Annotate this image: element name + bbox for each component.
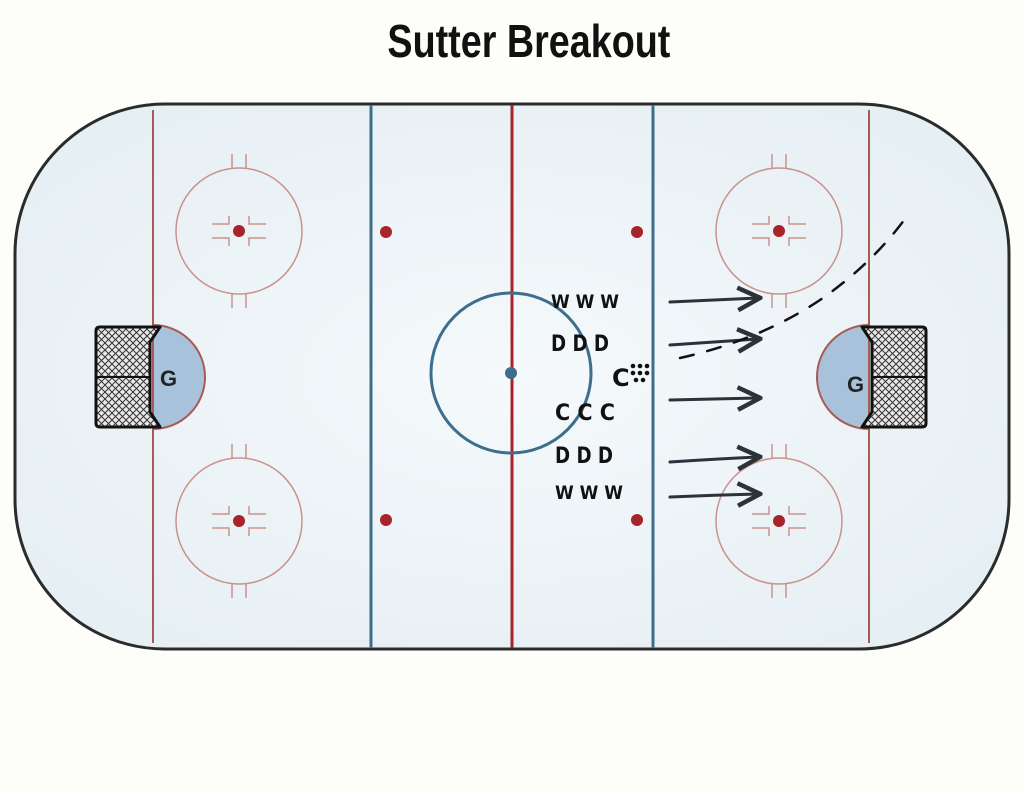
neutral-dot	[631, 226, 643, 238]
right-arrow-icon	[668, 457, 758, 462]
faceoff-circle-bottom-left	[175, 444, 303, 598]
right-arrow-icon	[668, 398, 758, 400]
pucks-icon	[630, 363, 650, 383]
center-faceoff-circle	[429, 291, 593, 455]
right-arrow-icon	[668, 298, 758, 302]
player-row-centers: C C C	[555, 401, 615, 426]
diagram-title: Sutter Breakout	[387, 15, 671, 67]
neutral-dot	[380, 226, 392, 238]
faceoff-circle-top-right	[715, 154, 843, 308]
neutral-dot	[380, 514, 392, 526]
player-row-defense-bottom: D D D	[555, 444, 613, 469]
player-row-defense-top: D D D	[551, 332, 609, 357]
goal-net-right	[860, 325, 928, 429]
goal-crease-left	[152, 323, 206, 431]
player-row-wingers-bottom: W W W	[555, 482, 623, 504]
goalie-left: G	[160, 366, 177, 391]
skate-arrows	[668, 298, 758, 497]
goal-crease-right	[816, 323, 870, 431]
right-arrow-icon	[668, 339, 758, 345]
faceoff-circle-bottom-right	[715, 444, 843, 598]
dashed-pass-line-icon	[678, 210, 912, 360]
right-arrow-icon	[668, 494, 758, 497]
center-faceoff-dot	[505, 367, 517, 379]
neutral-dot	[631, 514, 643, 526]
coach-marker: C	[612, 364, 630, 392]
player-row-wingers-top: W W W	[551, 291, 619, 313]
faceoff-circle-top-left	[175, 154, 303, 308]
goalie-right: G	[847, 372, 864, 397]
goal-net-left	[94, 325, 162, 429]
